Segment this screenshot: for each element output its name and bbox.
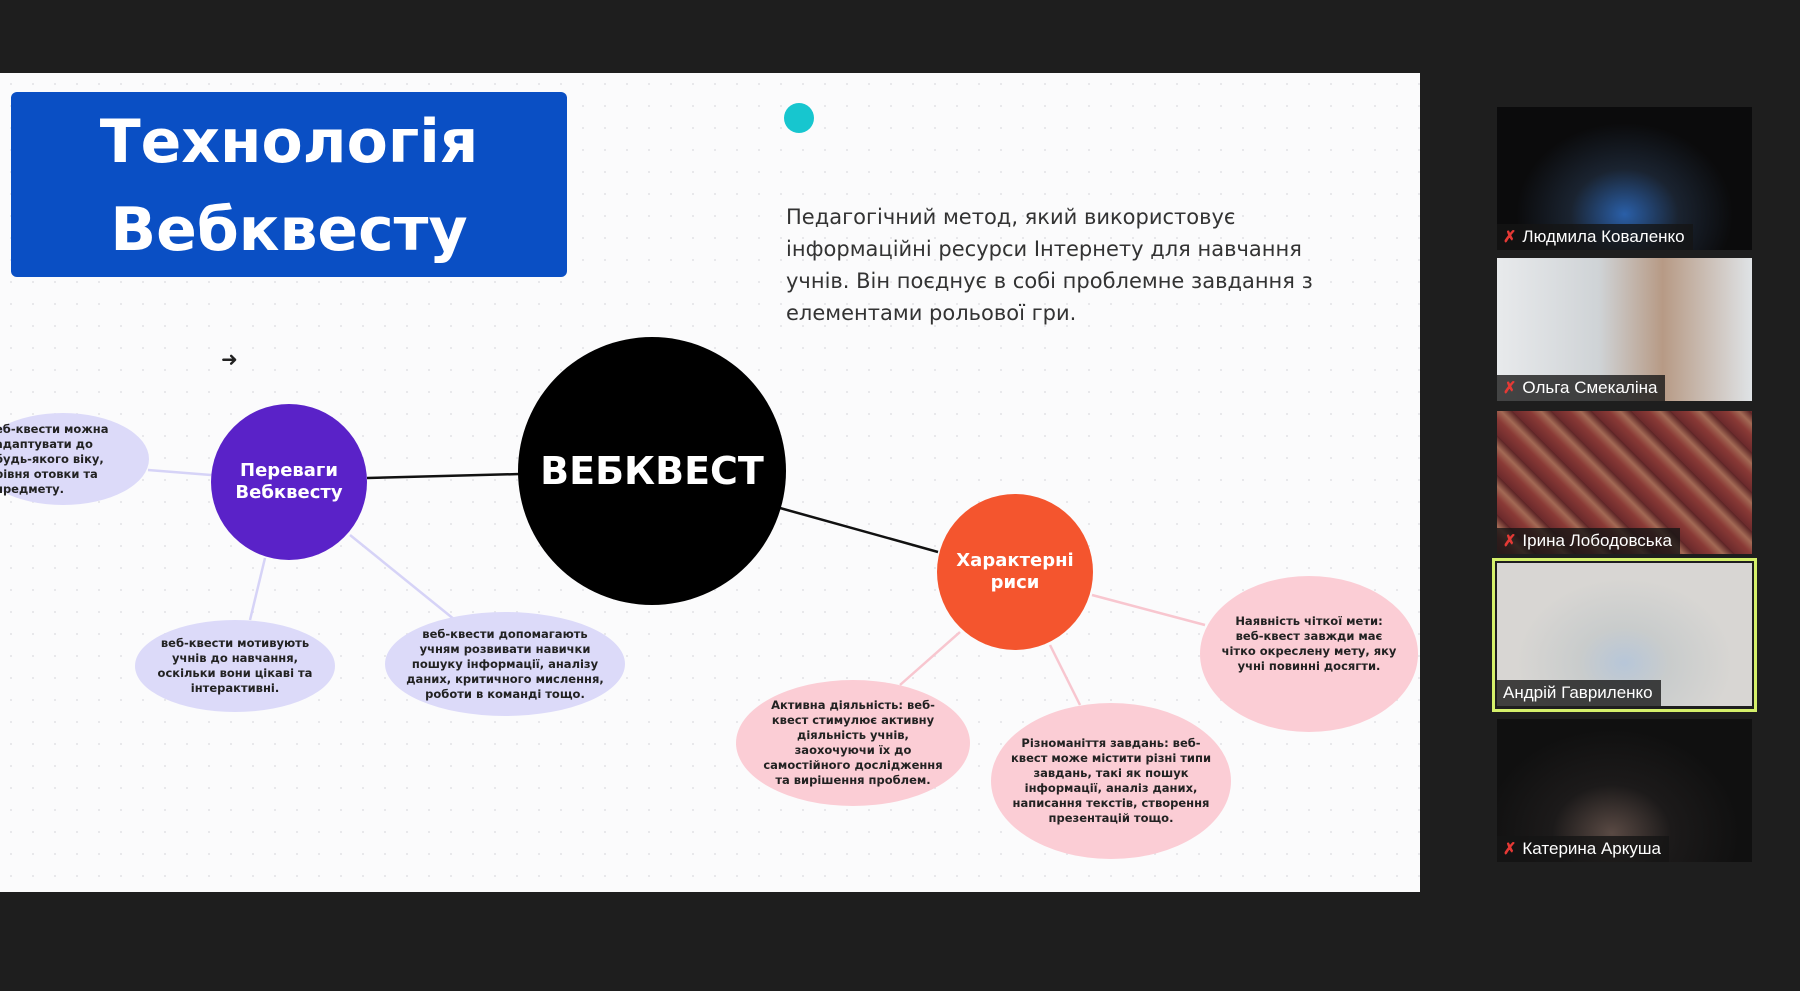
slide-title: Технологія Вебквесту	[11, 92, 567, 277]
participant-name: Ольга Смекаліна	[1522, 378, 1658, 397]
arrow-cursor-icon: ➜	[221, 349, 238, 371]
muted-mic-icon: ✗	[1503, 380, 1517, 397]
center-node: ВЕБКВЕСТ	[518, 337, 786, 605]
feature-item: Різноманіття завдань: веб-квест може міс…	[991, 703, 1231, 859]
title-line-1: Технологія	[99, 107, 479, 177]
participant-tile[interactable]: ✗ Ірина Лободовська	[1497, 411, 1752, 554]
advantage-item: веб-квести мотивують учнів до навчання, …	[135, 620, 335, 712]
features-node: Характерні риси	[937, 494, 1093, 650]
advantage-item: еб-квести можна адаптувати до будь-якого…	[0, 413, 149, 505]
slide-description: Педагогічний метод, який використовує ін…	[786, 205, 1313, 325]
participant-name: Ірина Лободовська	[1522, 531, 1672, 550]
participant-tile[interactable]: ✗ Людмила Коваленко	[1497, 107, 1752, 250]
advantage-item: веб-квести допомагають учням розвивати н…	[385, 612, 625, 716]
participant-tile[interactable]: ✗ Катерина Аркуша	[1497, 719, 1752, 862]
shared-slide: Технологія Вебквесту Педагогічний метод,…	[0, 73, 1420, 892]
mindmap-connectors	[147, 468, 1206, 706]
teal-dot-decoration	[784, 103, 814, 133]
feature-item: Активна діяльність: веб-квест стимулює а…	[736, 680, 970, 806]
participant-tile-active[interactable]: Андрій Гавриленко	[1497, 563, 1752, 706]
participant-name: Андрій Гавриленко	[1503, 683, 1653, 702]
advantages-node: Переваги Вебквесту	[211, 404, 367, 560]
muted-mic-icon: ✗	[1503, 841, 1517, 858]
muted-mic-icon: ✗	[1503, 533, 1517, 550]
feature-item: Наявність чіткої мети: веб-квест завжди …	[1200, 576, 1418, 732]
participant-tile[interactable]: ✗ Ольга Смекаліна	[1497, 258, 1752, 401]
participant-name: Катерина Аркуша	[1522, 839, 1661, 858]
active-speaker-highlight	[1492, 558, 1757, 712]
participant-name: Людмила Коваленко	[1522, 227, 1685, 246]
muted-mic-icon: ✗	[1503, 229, 1517, 246]
title-line-2: Вебквесту	[110, 195, 468, 265]
